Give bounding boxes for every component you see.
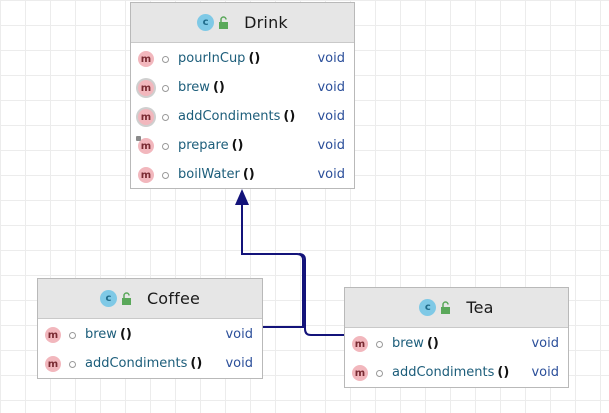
- class-name: Drink: [244, 13, 288, 32]
- abstract-method-icon: m: [138, 109, 154, 125]
- member-list: m pourInCup() void m brew() void m addCo…: [131, 43, 354, 190]
- method-icon: m: [45, 327, 61, 343]
- member-name: brew(): [392, 336, 439, 351]
- member-row[interactable]: m brew() void: [345, 330, 568, 359]
- member-row[interactable]: m addCondiments() void: [345, 359, 568, 388]
- method-icon: m: [352, 365, 368, 381]
- visibility-icon: [162, 85, 169, 92]
- generalization-edge-tea: [298, 253, 344, 336]
- class-name: Coffee: [146, 289, 201, 308]
- class-box-tea[interactable]: c Tea m brew() void m addCondiments() vo…: [344, 287, 569, 388]
- class-kind-icon: c: [197, 14, 215, 31]
- member-type: void: [225, 327, 253, 342]
- member-row[interactable]: m addCondiments() void: [38, 350, 262, 379]
- unlock-icon: [219, 15, 229, 29]
- member-type: void: [317, 80, 345, 95]
- class-header-tea: c Tea: [345, 288, 568, 328]
- member-type: void: [317, 109, 345, 124]
- visibility-icon: [69, 361, 76, 368]
- unlock-icon: [121, 291, 131, 305]
- member-list: m brew() void m addCondiments() void: [38, 319, 262, 379]
- visibility-icon: [162, 143, 169, 150]
- method-icon: m: [352, 336, 368, 352]
- visibility-icon: [162, 114, 169, 121]
- member-name: prepare(): [178, 138, 244, 153]
- unlock-icon: [441, 300, 451, 314]
- member-name: addCondiments(): [85, 356, 203, 371]
- class-kind-icon: c: [419, 299, 437, 316]
- class-box-drink[interactable]: c Drink m pourInCup() void m brew() void…: [130, 2, 355, 189]
- class-name: Tea: [466, 298, 494, 317]
- member-type: void: [225, 356, 253, 371]
- member-row[interactable]: m addCondiments() void: [131, 103, 354, 132]
- member-name: pourInCup(): [178, 51, 261, 66]
- class-box-coffee[interactable]: c Coffee m brew() void m addCondiments()…: [37, 278, 263, 379]
- visibility-icon: [376, 341, 383, 348]
- member-name: addCondiments(): [178, 109, 296, 124]
- class-header-drink: c Drink: [131, 3, 354, 43]
- member-row[interactable]: m boilWater() void: [131, 161, 354, 190]
- class-header-coffee: c Coffee: [38, 279, 262, 319]
- member-name: brew(): [178, 80, 225, 95]
- member-list: m brew() void m addCondiments() void: [345, 328, 568, 388]
- member-name: brew(): [85, 327, 132, 342]
- inheritance-arrowhead: [235, 189, 249, 205]
- member-type: void: [317, 51, 345, 66]
- class-kind-icon: c: [99, 290, 117, 307]
- member-row[interactable]: m prepare() void: [131, 132, 354, 161]
- visibility-icon: [162, 172, 169, 179]
- member-type: void: [317, 138, 345, 153]
- method-icon: m: [138, 167, 154, 183]
- visibility-icon: [162, 56, 169, 63]
- member-name: boilWater(): [178, 167, 255, 182]
- member-type: void: [531, 336, 559, 351]
- visibility-icon: [69, 332, 76, 339]
- member-type: void: [317, 167, 345, 182]
- member-row[interactable]: m pourInCup() void: [131, 45, 354, 74]
- member-name: addCondiments(): [392, 365, 510, 380]
- member-type: void: [531, 365, 559, 380]
- abstract-method-icon: m: [138, 80, 154, 96]
- member-row[interactable]: m brew() void: [131, 74, 354, 103]
- method-icon: m: [138, 51, 154, 67]
- method-icon: m: [45, 356, 61, 372]
- member-row[interactable]: m brew() void: [38, 321, 262, 350]
- protected-method-icon: m: [136, 136, 154, 154]
- visibility-icon: [376, 370, 383, 377]
